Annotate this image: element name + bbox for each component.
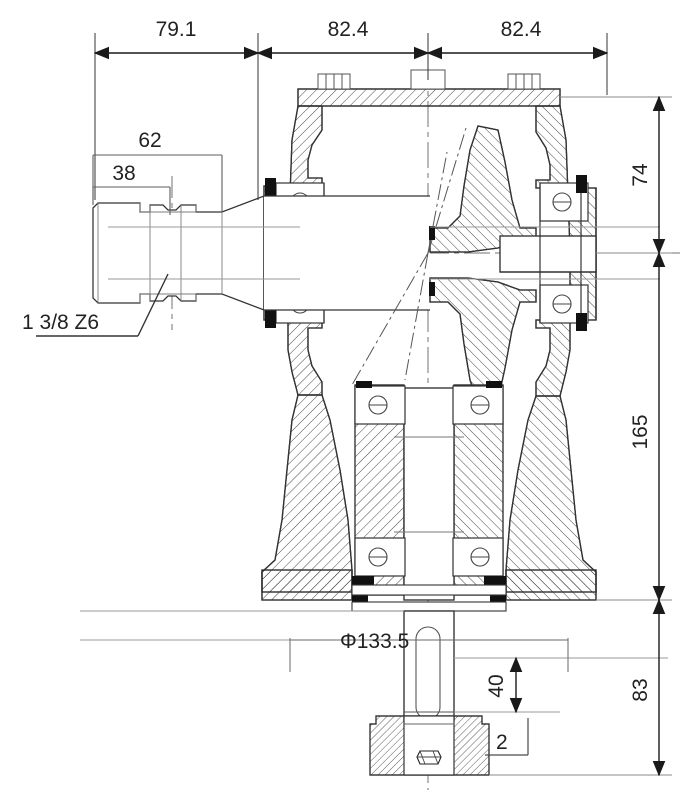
input-shaft-detail-lines [97, 203, 223, 303]
hex-nut-icon [416, 750, 442, 765]
input-shaft-inner [264, 195, 430, 311]
dimension-62: 62 [92, 129, 223, 212]
dimension-label-165: 165 [629, 414, 652, 449]
housing-skirt-right [505, 395, 597, 593]
bottom-nut-cap [369, 715, 490, 776]
dimension-label-79-1: 79.1 [156, 18, 197, 41]
vertical-output-shaft [394, 387, 464, 601]
dimension-165: 165 [629, 251, 666, 602]
input-shaft [92, 195, 265, 311]
dimension-label-74: 74 [629, 163, 652, 187]
output-shaft-stub [403, 610, 455, 722]
vertical-bearing-lower [352, 537, 506, 602]
dimension-133-5: Φ133.5 [289, 630, 569, 672]
dimension-label-2: 2 [496, 731, 508, 754]
output-shaft-sleeve [499, 235, 597, 273]
dimension-label-40: 40 [485, 674, 508, 697]
dimension-label-62: 62 [138, 129, 161, 152]
dimension-2: 2 [485, 718, 529, 756]
dimension-38: 38 [92, 162, 171, 215]
dimension-label-82-4-a: 82.4 [328, 18, 369, 41]
top-cover-flange [297, 69, 660, 107]
dimension-label-82-4-b: 82.4 [501, 18, 542, 41]
dimension-label-83: 83 [629, 678, 652, 701]
vertical-bearing-upper [354, 381, 504, 425]
bevel-pinion-gear [429, 125, 537, 405]
output-bearing [539, 175, 597, 331]
gear-teeth-marks [429, 226, 435, 296]
housing-skirt-left [261, 394, 353, 593]
dimension-74: 74 [629, 95, 666, 255]
dimension-83: 83 [629, 598, 666, 777]
spline-note-label: 1 3/8 Z6 [22, 311, 99, 334]
top-extension-lines [94, 33, 608, 200]
dimension-40: 40 [485, 656, 523, 714]
dimension-82-4-a: 82.4 [256, 18, 430, 60]
drawing-geometry [80, 60, 680, 790]
dimension-label-38: 38 [112, 162, 135, 185]
dimension-79-1: 79.1 [93, 18, 260, 60]
dimension-label-133-5: Φ133.5 [340, 630, 409, 653]
spline-note-leader: 1 3/8 Z6 [22, 273, 169, 337]
dimension-82-4-b: 82.4 [426, 18, 609, 60]
cover-bolt-head [317, 73, 351, 90]
cover-bolt-head-right [507, 73, 541, 90]
